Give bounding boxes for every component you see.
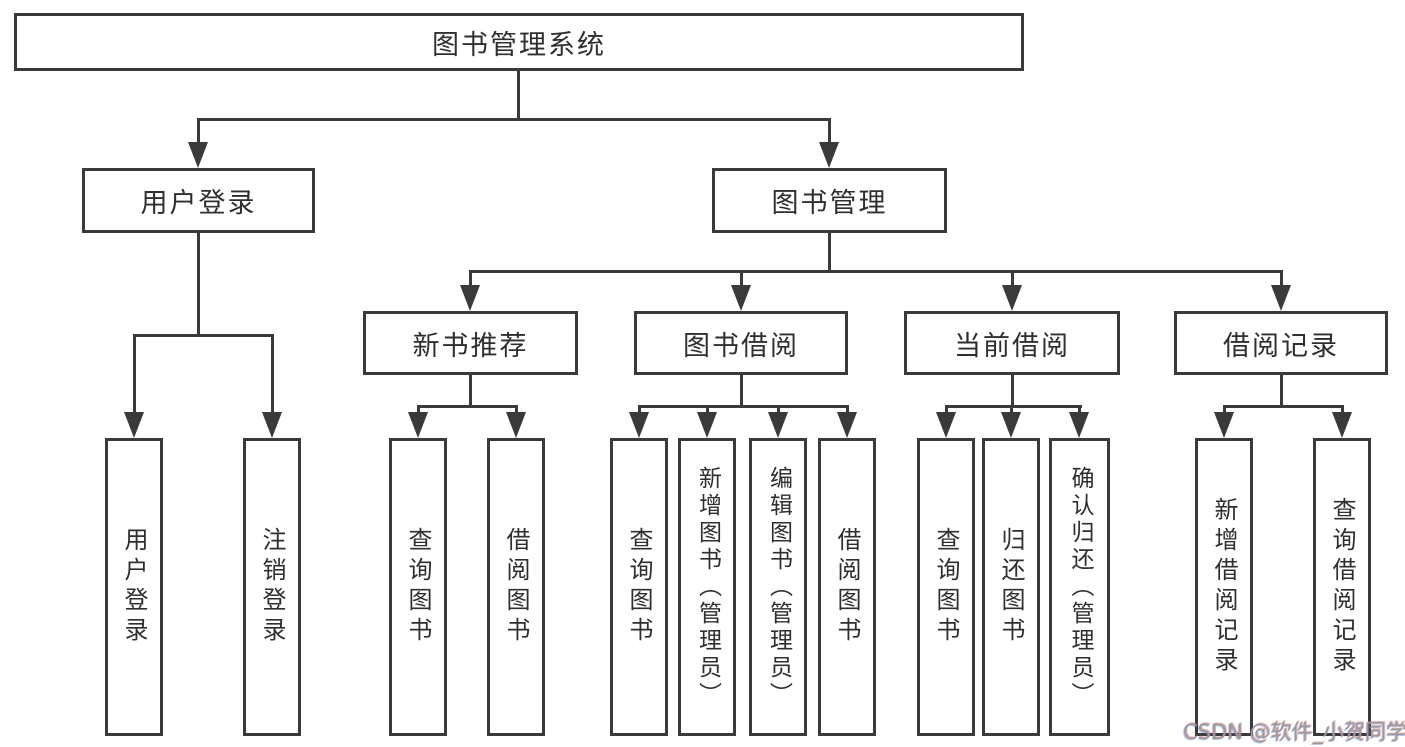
connector-line: [1280, 375, 1283, 408]
connector-line: [828, 121, 831, 144]
leaf-borrow-books: 借阅图书: [818, 438, 876, 736]
node-label: 用户登录: [120, 527, 148, 647]
connector-line: [638, 408, 641, 414]
arrow-down-icon: [697, 412, 717, 438]
connector-line: [517, 71, 520, 118]
arrow-down-icon: [819, 142, 839, 168]
leaf-add-book-admin: 新增图书（管理员）: [678, 438, 736, 736]
connector-line: [417, 405, 518, 408]
connector-line: [846, 408, 849, 414]
connector-line: [469, 273, 472, 287]
connector-line: [271, 337, 274, 414]
node-user-login: 用户登录: [82, 168, 315, 233]
connector-line: [740, 375, 743, 408]
node-label: 查询图书: [625, 527, 653, 647]
node-label: 编辑图书（管理员）: [765, 465, 792, 709]
node-label: 注销登录: [258, 527, 286, 647]
connector-line: [197, 121, 200, 144]
connector-line: [777, 408, 780, 414]
leaf-logout: 注销登录: [243, 438, 301, 736]
connector-line: [417, 408, 420, 414]
arrow-down-icon: [1001, 412, 1021, 438]
node-label: 图书借阅: [683, 330, 799, 362]
connector-line: [828, 233, 831, 270]
node-current-borrowing: 当前借阅: [904, 311, 1120, 375]
leaf-user-login: 用户登录: [105, 438, 163, 736]
arrow-down-icon: [408, 412, 428, 438]
node-label: 借阅记录: [1223, 330, 1339, 362]
node-label: 新书推荐: [412, 330, 529, 362]
node-library-management-system: 图书管理系统: [14, 13, 1024, 71]
node-label: 借阅图书: [502, 527, 530, 647]
arrow-down-icon: [1002, 285, 1022, 311]
arrow-down-icon: [188, 142, 208, 168]
connector-line: [740, 273, 743, 287]
arrow-down-icon: [1214, 412, 1234, 438]
connector-line: [469, 375, 472, 408]
connector-line: [133, 337, 136, 414]
arrow-down-icon: [262, 412, 282, 438]
connector-line: [945, 408, 948, 414]
arrow-down-icon: [768, 412, 788, 438]
arrow-down-icon: [124, 412, 144, 438]
connector-line: [638, 405, 849, 408]
arrow-down-icon: [936, 412, 956, 438]
connector-line: [133, 334, 274, 337]
connector-line: [197, 118, 831, 121]
node-book-borrowing: 图书借阅: [634, 311, 848, 375]
node-book-management: 图书管理: [712, 168, 947, 233]
connector-line: [945, 405, 1082, 408]
leaf-query-books-current: 查询图书: [917, 438, 975, 736]
node-label: 确认归还（管理员）: [1067, 465, 1093, 709]
node-label: 图书管理: [771, 188, 888, 219]
connector-line: [1341, 408, 1344, 414]
connector-line: [469, 270, 1283, 273]
node-label: 用户登录: [140, 188, 257, 219]
node-label: 归还图书: [997, 527, 1025, 647]
node-label: 当前借阅: [954, 330, 1070, 362]
arrow-down-icon: [460, 285, 480, 311]
leaf-edit-book-admin: 编辑图书（管理员）: [749, 438, 807, 736]
node-label: 查询图书: [932, 527, 960, 647]
leaf-query-books-borrowing: 查询图书: [610, 438, 668, 736]
node-borrowing-records: 借阅记录: [1174, 311, 1388, 375]
leaf-query-borrow-record: 查询借阅记录: [1313, 438, 1371, 736]
arrow-down-icon: [506, 412, 526, 438]
connector-line: [1078, 408, 1081, 414]
connector-line: [515, 408, 518, 414]
connector-line: [1010, 408, 1013, 414]
csdn-watermark: CSDN @软件_小贺同学: [1183, 720, 1405, 744]
arrow-down-icon: [731, 285, 751, 311]
node-new-book-recommendation: 新书推荐: [363, 311, 578, 375]
arrow-down-icon: [1271, 285, 1291, 311]
node-label: 新增图书（管理员）: [694, 465, 721, 709]
connector-line: [1011, 273, 1014, 287]
connector-line: [1223, 408, 1226, 414]
connector-line: [1280, 273, 1283, 287]
leaf-confirm-return-admin: 确认归还（管理员）: [1049, 438, 1110, 736]
connector-line: [1223, 405, 1344, 408]
leaf-return-books: 归还图书: [982, 438, 1040, 736]
leaf-add-borrow-record: 新增借阅记录: [1195, 438, 1253, 736]
arrow-down-icon: [837, 412, 857, 438]
leaf-query-books-recommend: 查询图书: [389, 438, 447, 736]
leaf-borrow-books-recommend: 借阅图书: [487, 438, 545, 736]
arrow-down-icon: [1332, 412, 1352, 438]
arrow-down-icon: [629, 412, 649, 438]
connector-line: [706, 408, 709, 414]
node-label: 借阅图书: [833, 527, 861, 647]
connector-line: [1011, 375, 1014, 408]
connector-line: [197, 233, 200, 334]
node-label: 新增借阅记录: [1210, 497, 1238, 677]
node-label: 图书管理系统: [432, 29, 606, 61]
node-label: 查询图书: [404, 527, 432, 647]
arrow-down-icon: [1069, 412, 1089, 438]
node-label: 查询借阅记录: [1328, 497, 1356, 677]
